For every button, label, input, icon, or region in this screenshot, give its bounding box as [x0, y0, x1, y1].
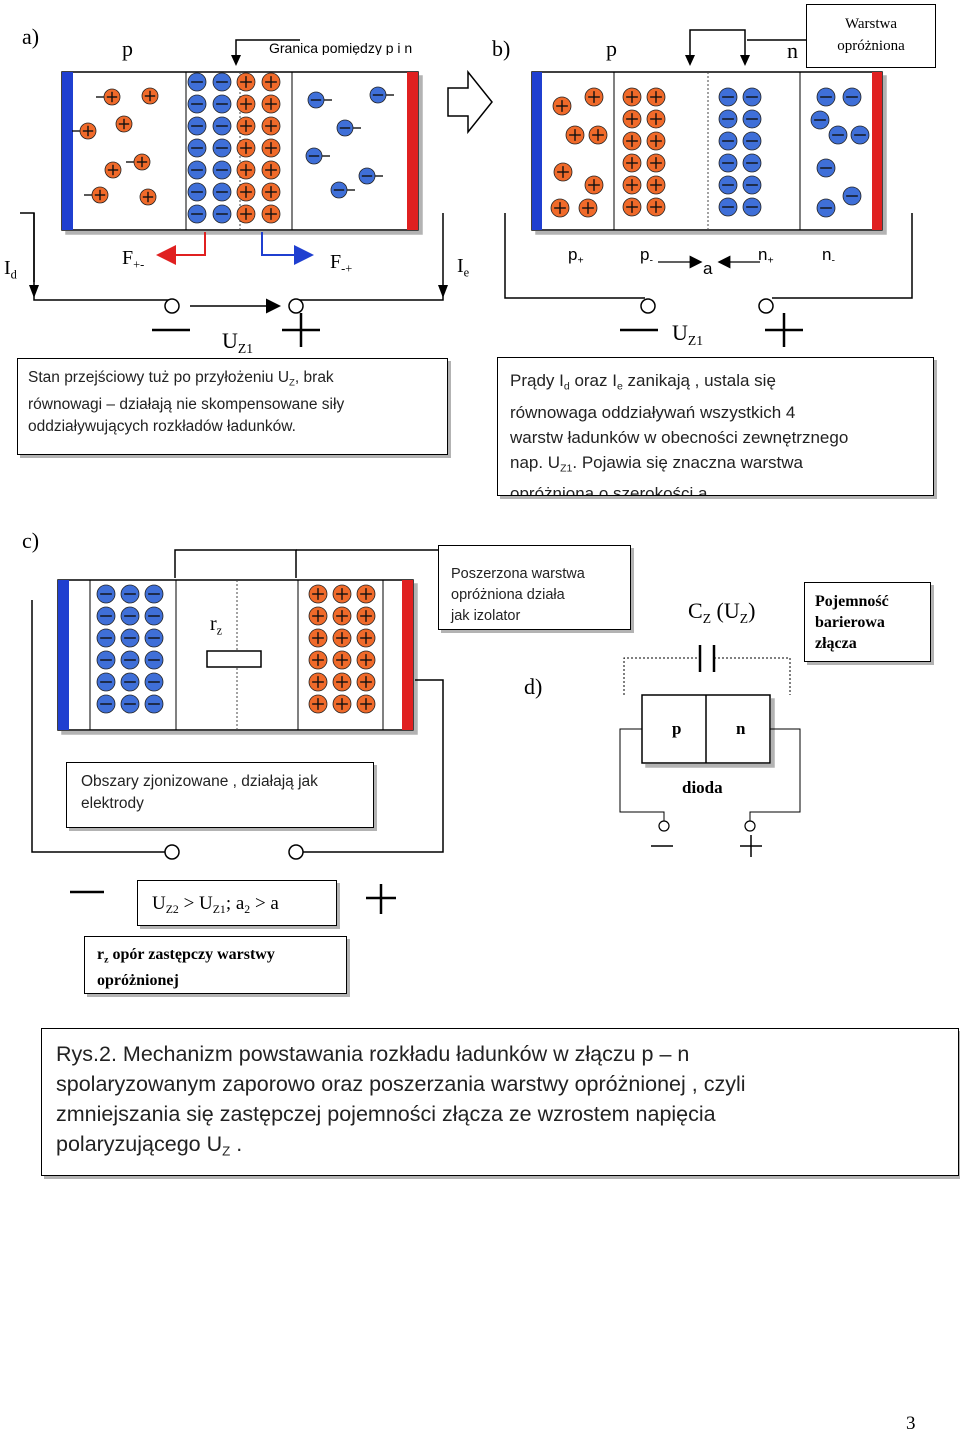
diode-p-label: p [672, 719, 682, 738]
ions-panel-a [72, 72, 394, 224]
voltage-label-b: UZ1 [672, 320, 704, 348]
voltage-label-a: UZ1 [222, 328, 254, 356]
id-current-label: Id [4, 257, 17, 282]
rz-label: rz [210, 613, 223, 638]
panel-d-label: d) [524, 674, 543, 699]
force-label-left: F+- [122, 247, 145, 272]
anode-electrode [62, 72, 73, 230]
p-region-label-a: p [122, 36, 133, 61]
plus-sign-c [366, 884, 396, 914]
diode-block [641, 694, 771, 764]
terminal-plus-a [288, 298, 304, 314]
panel-c-label: c) [22, 528, 40, 553]
cathode-electrode [407, 72, 418, 230]
plus-sign-a [282, 313, 320, 347]
transition-arrow [447, 69, 493, 135]
voltage-comparison-box: UZ2 > UZ1; a2 > a [137, 880, 337, 926]
p-plus-label: p+ [568, 245, 584, 267]
terminal-plus-d [744, 820, 756, 832]
terminal-minus-b [640, 298, 656, 314]
depletion-callout: Warstwa opróżniona [806, 4, 936, 68]
diode-label: dioda [682, 778, 723, 797]
figure-caption: Rys.2. Mechanizm powstawania rozkładu ła… [41, 1028, 959, 1176]
ions-panel-b [550, 87, 870, 218]
p-region-label-b: p [606, 36, 617, 61]
terminal-minus-a [164, 298, 180, 314]
page-number: 3 [906, 1413, 916, 1434]
force-arrow-left [156, 232, 206, 265]
barrier-capacitance-callout: Pojemność barierowa złącza [804, 582, 931, 662]
capacitor-symbol [623, 645, 791, 695]
diode-n-label: n [736, 719, 746, 738]
force-arrow-right [261, 232, 314, 265]
terminal-minus-d [658, 820, 670, 832]
rz-definition-box: rz opór zastępczy warstwy opróżnionej [84, 936, 347, 994]
panel-a-label: a) [22, 24, 40, 49]
force-label-right: F-+ [330, 251, 353, 276]
boundary-label: Granica pomiędzy p i n [269, 41, 413, 55]
anode-electrode-b [532, 72, 542, 230]
ions-panel-c [96, 584, 376, 714]
cathode-electrode-b [872, 72, 882, 230]
n-minus-label: n- [822, 245, 835, 267]
terminal-plus-b [758, 298, 774, 314]
terminal-plus-c [288, 844, 304, 860]
p-minus-label: p- [640, 245, 653, 267]
plus-sign-d [740, 835, 762, 857]
plus-sign-b [765, 313, 803, 347]
note-box-a: Stan przejściowy tuż po przyłożeniu UZ, … [17, 358, 448, 455]
terminal-minus-c [164, 844, 180, 860]
n-plus-label: n+ [758, 245, 774, 267]
capacitance-label: CZ (UZ) [688, 598, 756, 626]
ie-current-label: Ie [457, 255, 470, 280]
electrodes-note: Obszary zjonizowane , działają jak elekt… [66, 762, 374, 828]
note-box-b: Prądy Id oraz Ie zanikają , ustala się r… [497, 357, 934, 496]
n-region-label-b: n [787, 38, 798, 63]
anode-electrode-c [58, 580, 69, 730]
cathode-electrode-c [402, 580, 413, 730]
panel-b-label: b) [492, 36, 511, 61]
resistor-rz [206, 650, 262, 668]
width-a-label: a [703, 259, 713, 278]
insulator-callout: Poszerzona warstwa opróżniona działa jak… [438, 545, 631, 630]
